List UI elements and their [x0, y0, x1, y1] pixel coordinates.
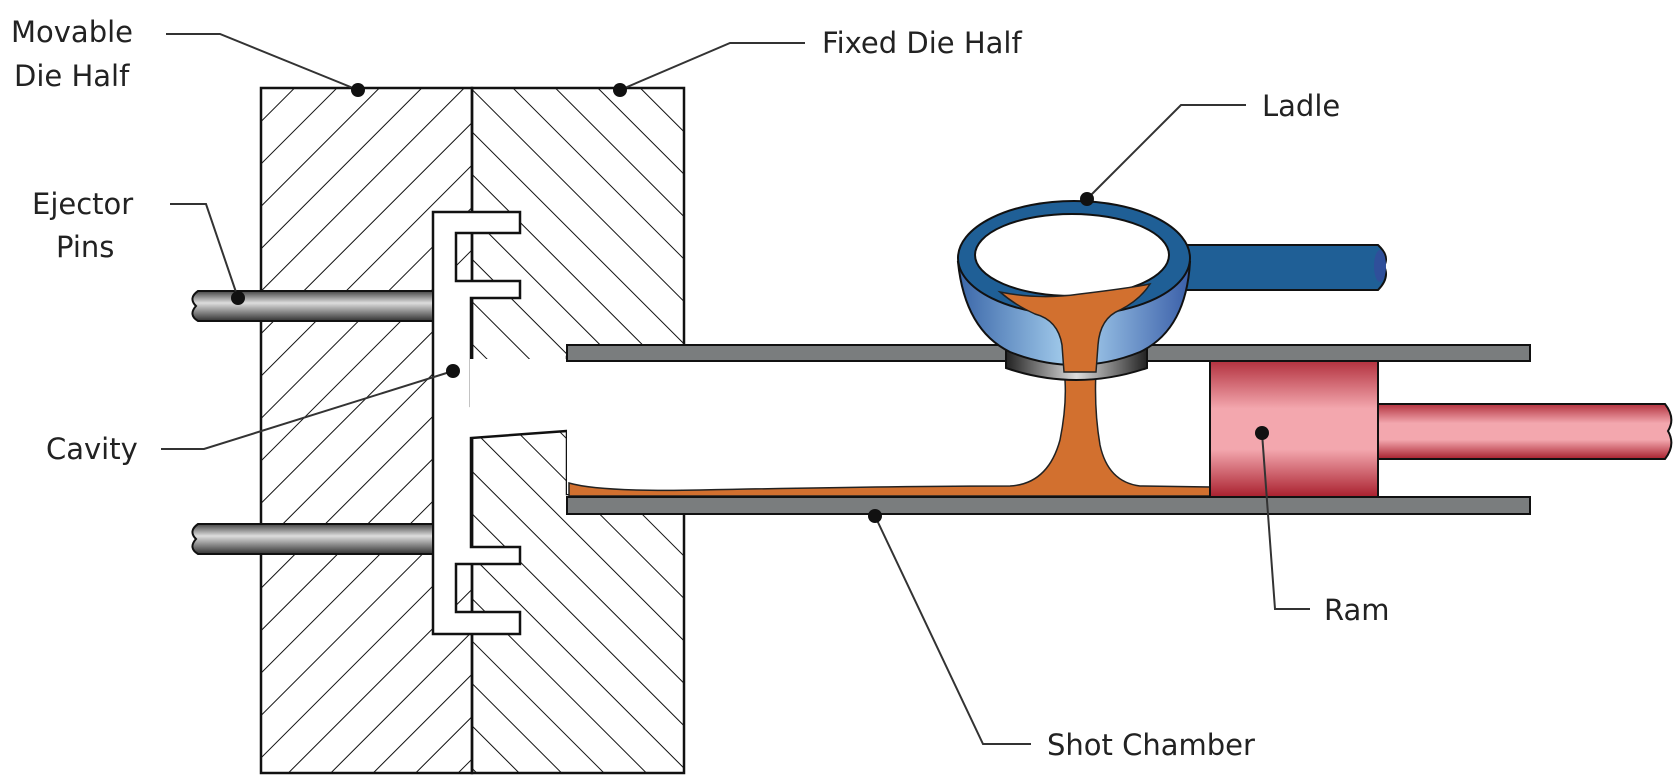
ejector-pin-upper: [191, 290, 434, 322]
label-ejector-pins-line1: Ejector: [32, 187, 133, 221]
label-ram: Ram: [1324, 593, 1390, 627]
ladle: [956, 200, 1387, 381]
label-ladle: Ladle: [1262, 89, 1340, 123]
molten-metal-stream: [997, 282, 1152, 373]
molten-metal-pool: [568, 369, 1211, 497]
label-ejector-pins-line2: Pins: [56, 230, 114, 264]
label-movable-die-half-line1: Movable: [11, 15, 133, 49]
label-cavity: Cavity: [46, 432, 138, 466]
label-shot-chamber: Shot Chamber: [1047, 728, 1255, 762]
ram-plunger: [1209, 360, 1379, 498]
shot-chamber-bottom-wall: [566, 496, 1531, 515]
label-movable-die-half-line2: Die Half: [14, 59, 130, 93]
ram-rod: [1377, 403, 1673, 460]
ladle-handle: [1169, 244, 1387, 291]
ejector-pin-lower: [191, 523, 434, 555]
label-fixed-die-half: Fixed Die Half: [822, 26, 1022, 60]
